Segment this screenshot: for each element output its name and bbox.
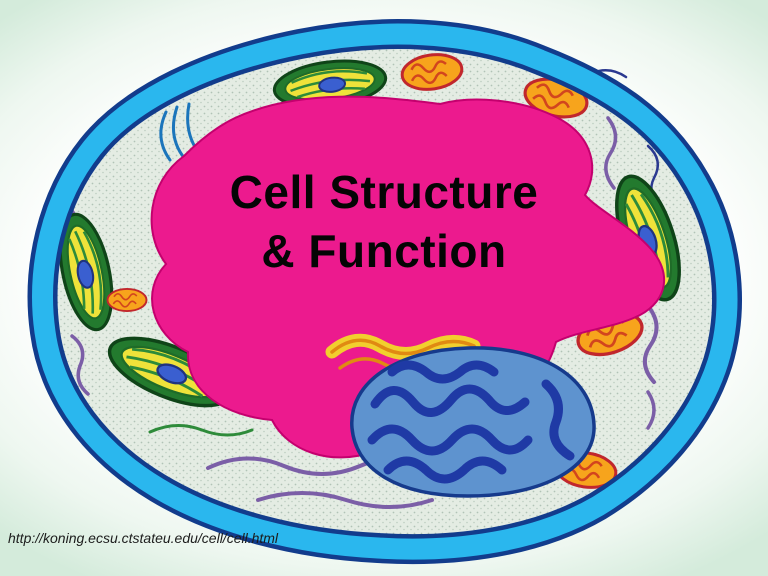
er-squiggle [70,334,90,396]
er-squiggle [256,491,434,509]
mitochondrion-left [106,287,148,313]
nucleus-chromatin [367,360,575,484]
chromatin-squiggle [383,456,507,484]
cell-membrane [32,23,738,560]
chromatin-squiggle [370,384,530,417]
chromatin-squiggle [541,379,575,461]
title-line-1: Cell Structure [229,166,539,218]
er-squiggle [642,304,659,384]
endoplasmic-reticulum [66,68,664,509]
slide-title: Cell Structure & Function [0,163,768,281]
nucleus [350,346,596,498]
er-squiggle [646,390,656,430]
source-url: http://koning.ecsu.ctstateu.edu/cell/cel… [8,530,279,546]
chromatin-squiggle [387,360,499,384]
chromatin-squiggle [367,424,533,456]
er-squiggle [604,116,618,190]
er-squiggle [148,424,254,437]
golgi-ribbon-line [330,338,476,356]
title-line-2: & Function [261,225,507,277]
